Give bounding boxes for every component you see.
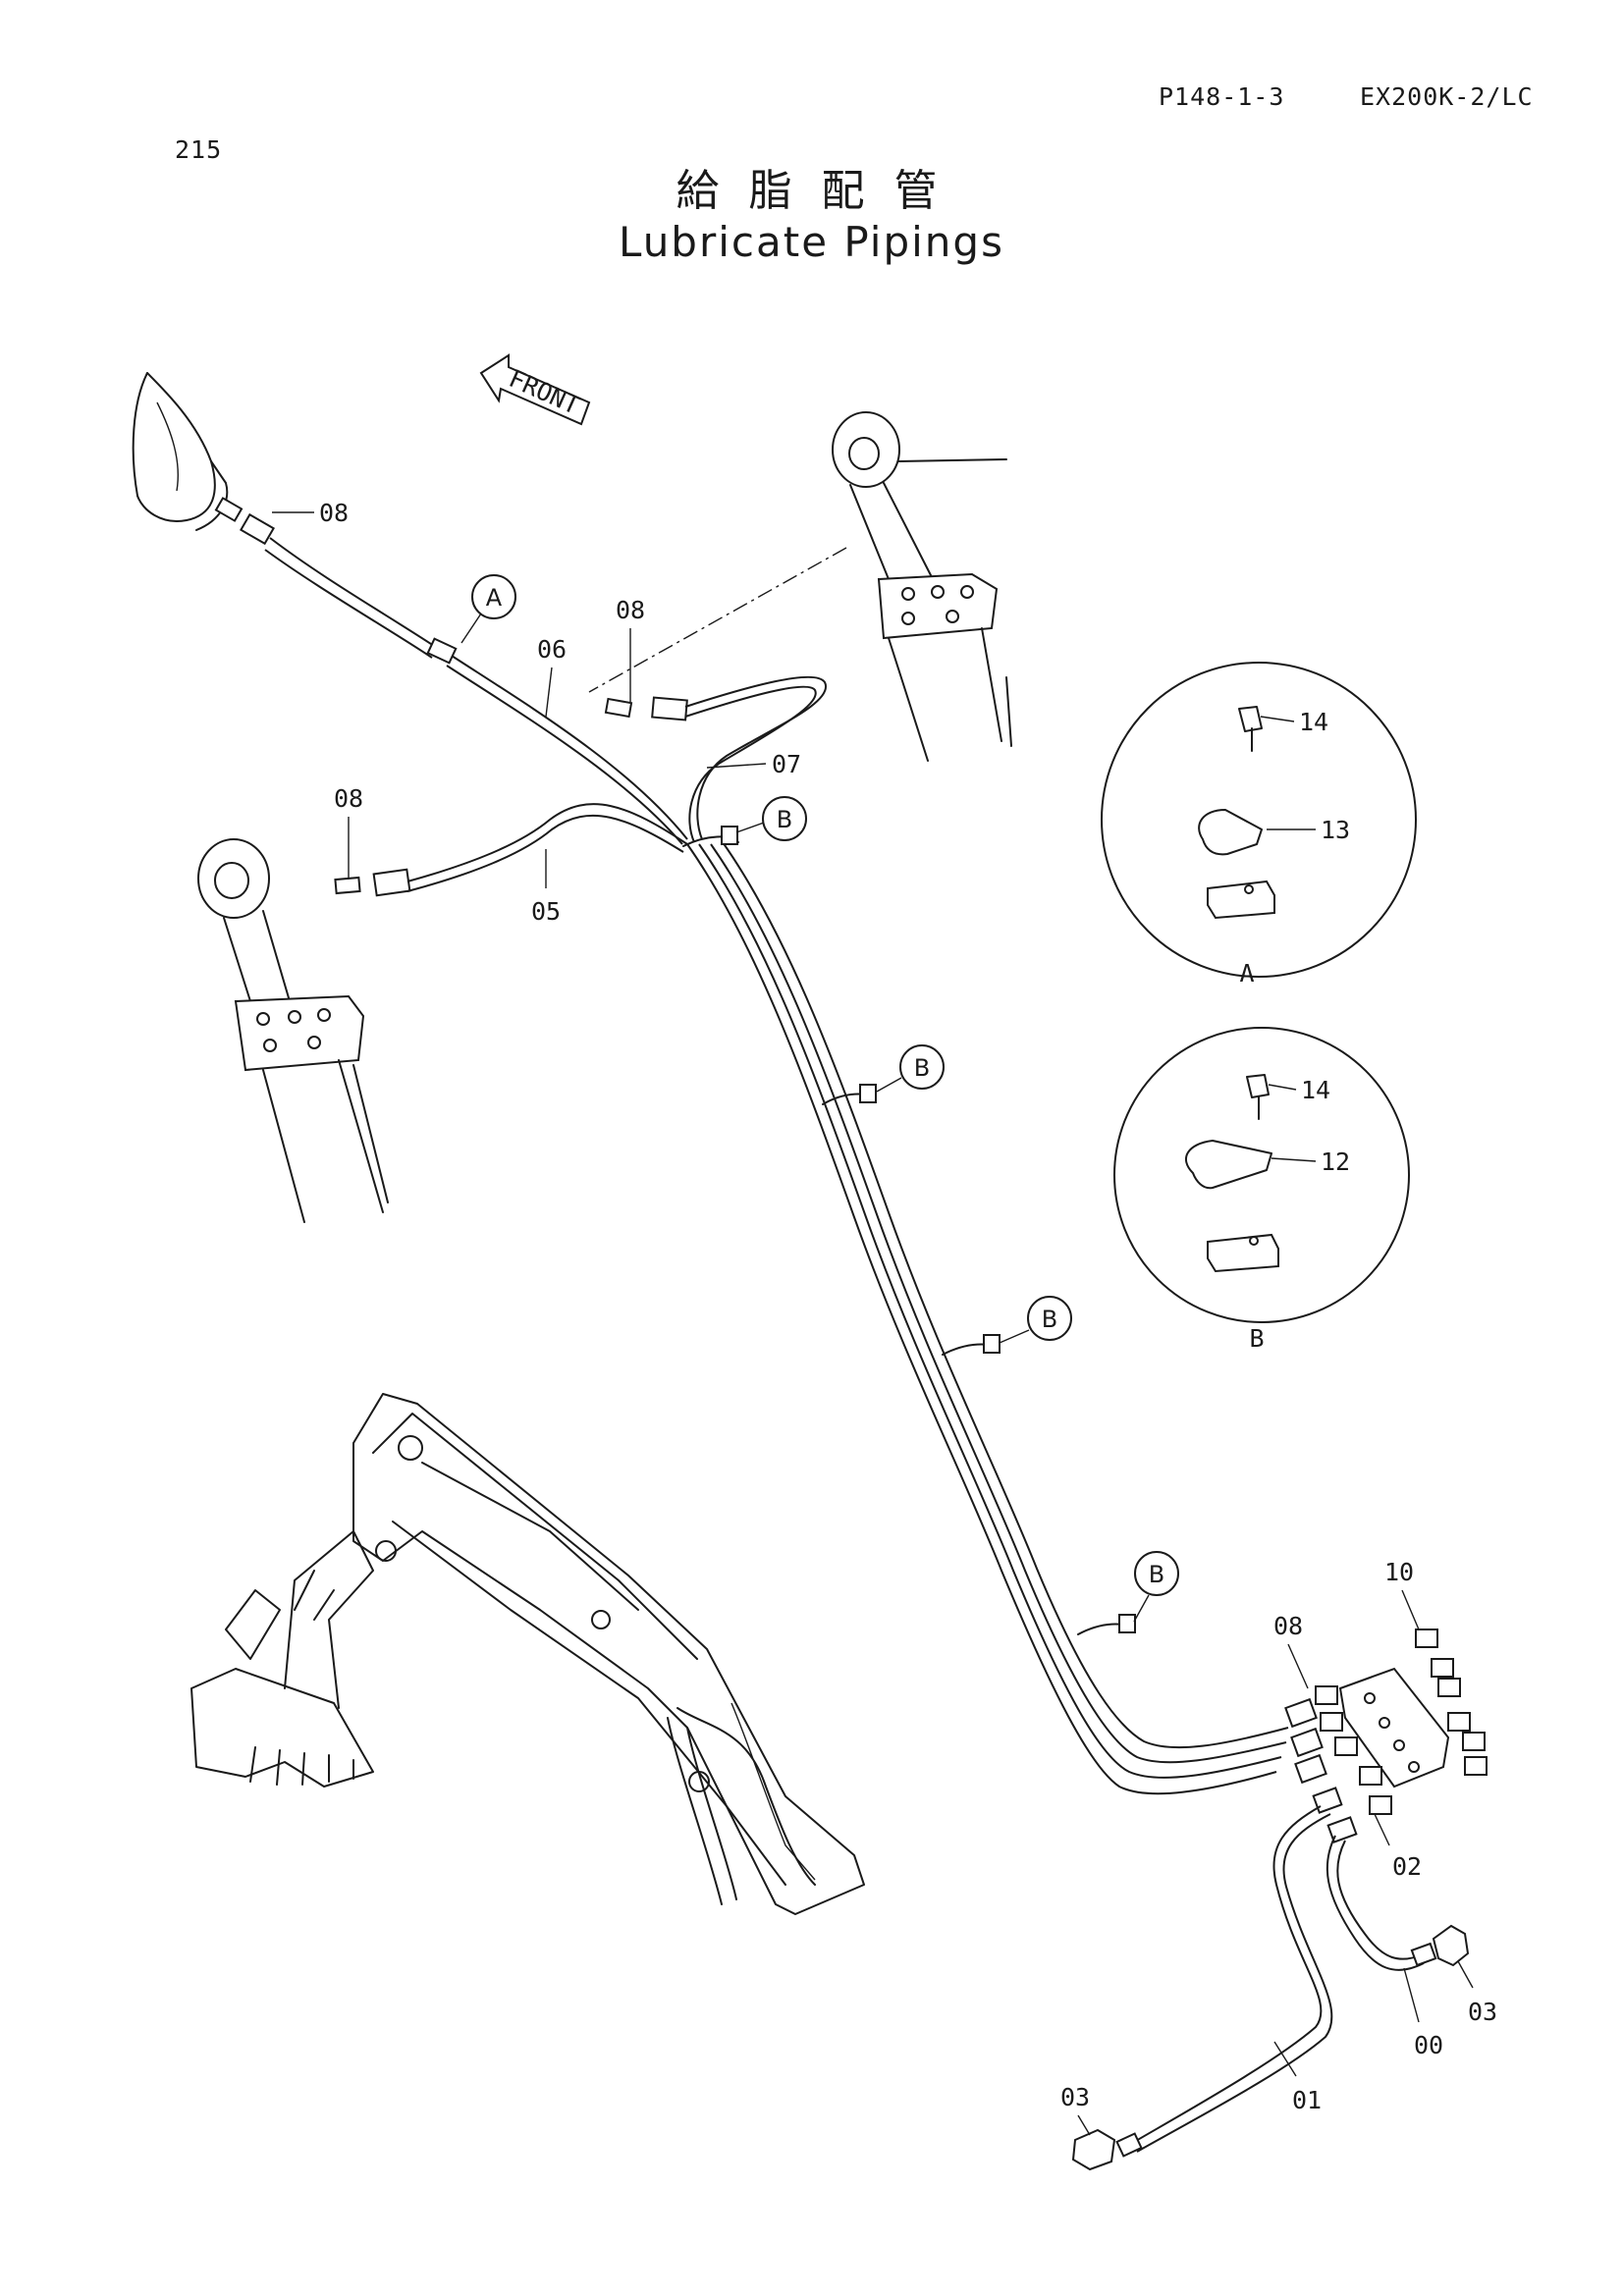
svg-text:08: 08: [334, 784, 363, 813]
label-a-13: 13: [1321, 816, 1350, 844]
svg-text:B: B: [1042, 1306, 1057, 1333]
svg-text:08: 08: [319, 499, 349, 527]
front-arrow: FRONT: [479, 353, 591, 426]
svg-text:08: 08: [1273, 1612, 1303, 1640]
grease-manifold: [1284, 1629, 1488, 1815]
svg-text:03: 03: [1060, 2083, 1090, 2111]
label-mid-08: 08: [616, 596, 645, 702]
drawing-ref: P148-1-3: [1159, 82, 1285, 111]
detail-a-label: A: [1239, 959, 1254, 988]
svg-text:10: 10: [1384, 1558, 1414, 1586]
svg-text:02: 02: [1392, 1852, 1422, 1881]
title-english: Lubricate Pipings: [619, 218, 1004, 266]
label-06: 06: [537, 635, 567, 718]
svg-text:05: 05: [531, 897, 561, 926]
callout-a: A: [460, 574, 516, 644]
callout-b-3: B: [999, 1296, 1072, 1344]
page-number: 215: [175, 135, 223, 164]
callout-b-4: B: [1133, 1551, 1179, 1623]
centerline: [588, 547, 847, 693]
lower-pipes: [1071, 1787, 1470, 2171]
bundle-clamps: [682, 826, 1136, 1635]
svg-text:03: 03: [1468, 1998, 1497, 2026]
label-b-12: 12: [1321, 1148, 1350, 1176]
callout-b-2: B: [876, 1044, 945, 1093]
label-00: 00: [1403, 1967, 1443, 2059]
detail-view-a: A: [1101, 662, 1417, 988]
svg-text:07: 07: [772, 750, 801, 778]
label-a-14: 14: [1299, 708, 1328, 736]
front-arrow-label: FRONT: [505, 364, 584, 420]
callout-b-1: B: [735, 796, 807, 841]
label-05: 05: [531, 849, 561, 926]
top-left-pin-housing: [132, 372, 229, 531]
detail-b-label: B: [1249, 1324, 1264, 1353]
label-02: 02: [1374, 1813, 1422, 1881]
label-left-03: 03: [1060, 2083, 1091, 2136]
svg-text:B: B: [777, 806, 792, 833]
title-japanese: 給脂配管: [676, 166, 967, 216]
svg-text:A: A: [486, 584, 503, 612]
label-top-left-08: 08: [272, 499, 349, 527]
label-b-14: 14: [1301, 1076, 1330, 1104]
main-hose-bundle: [686, 841, 1289, 1795]
svg-text:01: 01: [1292, 2086, 1322, 2114]
hose-06-run: [214, 497, 688, 845]
svg-text:08: 08: [616, 596, 645, 624]
detail-view-b: B: [1113, 1027, 1410, 1353]
svg-text:06: 06: [537, 635, 567, 664]
label-right-03: 03: [1457, 1960, 1497, 2026]
svg-text:B: B: [1149, 1561, 1164, 1588]
model-code: EX200K-2/LC: [1360, 82, 1534, 111]
hose-05-run: [334, 803, 688, 897]
svg-text:B: B: [914, 1054, 930, 1082]
label-manifold-10: 10: [1384, 1558, 1420, 1630]
excavator-arm: [190, 1393, 865, 1915]
label-manifold-08: 08: [1273, 1612, 1309, 1689]
label-07: 07: [706, 750, 801, 778]
hose-07-run: [604, 675, 828, 843]
svg-text:00: 00: [1414, 2031, 1443, 2059]
top-right-cylinder: [832, 411, 1012, 762]
label-01: 01: [1273, 2041, 1322, 2114]
label-left-08: 08: [334, 784, 363, 879]
left-cylinder: [197, 838, 389, 1223]
